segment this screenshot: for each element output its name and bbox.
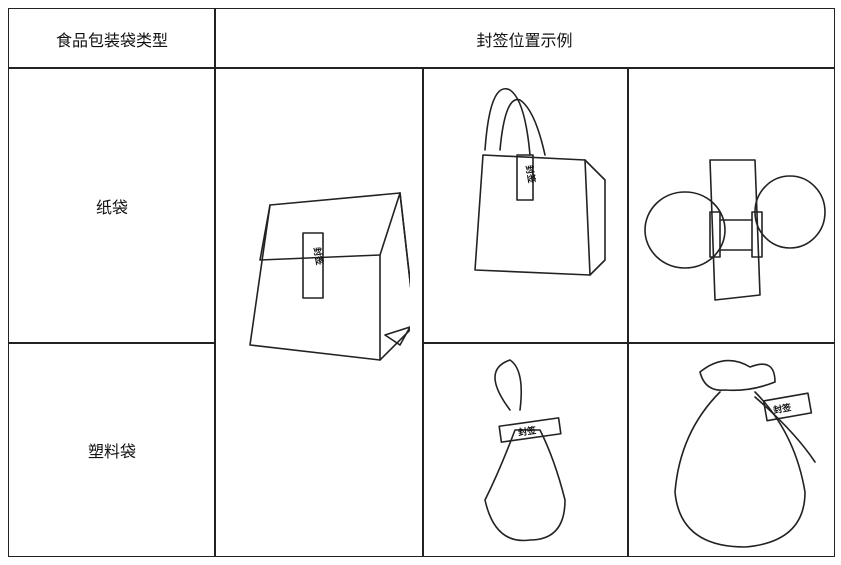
- header-seal-example: 封签位置示例: [214, 8, 835, 69]
- seal-label: 封签: [772, 401, 793, 416]
- svg-text:封签: 封签: [523, 164, 538, 185]
- row-paper-bag-label: 纸袋: [8, 67, 216, 344]
- svg-text:封签: 封签: [311, 246, 326, 267]
- tote-bag-example-cell: [422, 67, 629, 344]
- paper-bag-example-cell: [214, 67, 424, 557]
- tied-plastic-bag-example-cell: [422, 342, 629, 557]
- drawstring-bag-illustration: 封签: [674, 359, 816, 548]
- drawstring-bag-example-cell: [627, 342, 835, 557]
- tied-plastic-bag-illustration: 封签: [484, 359, 566, 542]
- folded-bag-example-cell: [627, 67, 835, 344]
- paper-bag-illustration: 封签: [249, 192, 410, 361]
- row-plastic-bag-label: 塑料袋: [8, 342, 216, 557]
- folded-bag-illustration: [644, 159, 826, 301]
- svg-text:封签: 封签: [517, 424, 537, 439]
- tote-bag-illustration: 封签: [474, 88, 606, 276]
- header-bag-type: 食品包装袋类型: [8, 8, 216, 69]
